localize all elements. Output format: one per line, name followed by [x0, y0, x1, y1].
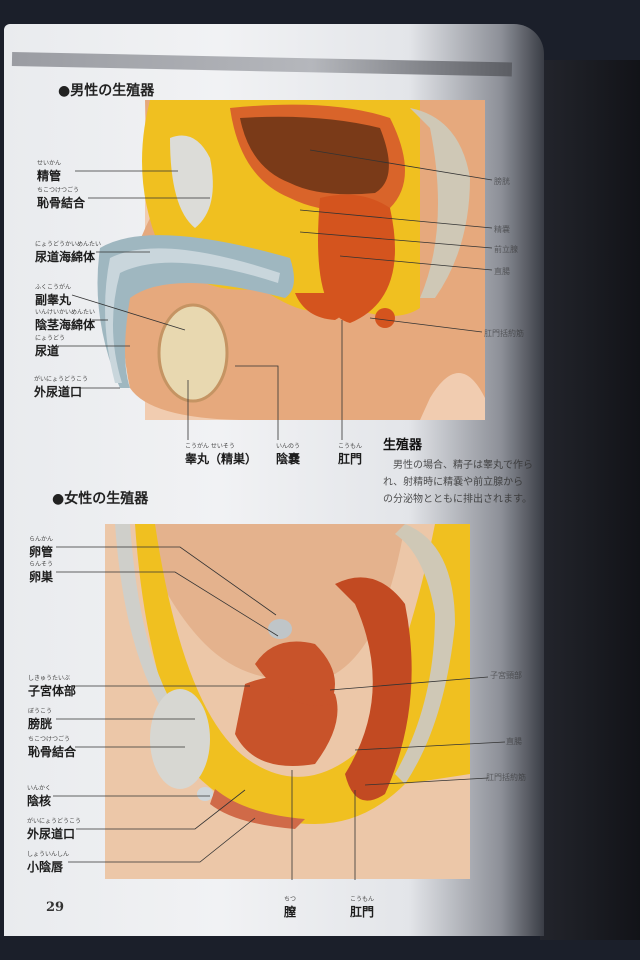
- male-label-testis: こうがん せいそう睾丸（精巣）: [185, 443, 258, 466]
- page-number: 29: [46, 900, 65, 915]
- male-label-corpus-spongiosum: にょうどうかいめんたい尿道海綿体: [35, 241, 102, 264]
- female-label-external-urethral-orifice: がいにょうどうこう外尿道口: [27, 818, 82, 841]
- female-label-uterine-body: しきゅうたいぶ子宮体部: [28, 675, 77, 698]
- female-right-label-cervix: 子宮頸部: [490, 671, 522, 680]
- female-label-bladder: ぼうこう膀胱: [28, 708, 53, 731]
- male-anatomy-illustration: [97, 100, 486, 420]
- male-label-corpus-cavernosum: いんけいかいめんたい陰茎海綿体: [35, 309, 96, 332]
- male-right-label-bladder: 膀胱: [494, 177, 510, 186]
- male-label-epididymis: ふくこうがん副睾丸: [35, 284, 72, 307]
- female-label-vagina: ちつ膣: [284, 896, 297, 919]
- male-right-label-prostate: 前立腺: [494, 245, 518, 254]
- female-right-label-rectum: 直腸: [506, 737, 522, 746]
- female-right-label-anal-sphincter: 肛門括約筋: [486, 773, 526, 782]
- caption-body: 男性の場合、精子は睾丸で作られ、射精時に精嚢や前立腺からの分泌物とともに排出され…: [383, 460, 533, 505]
- male-right-label-seminal-vesicle: 精嚢: [494, 225, 510, 234]
- female-label-anus: こうもん肛門: [350, 896, 375, 919]
- female-label-clitoris: いんかく陰核: [27, 785, 52, 808]
- male-label-pubic-symphysis: ちこつけつごう恥骨結合: [37, 187, 86, 210]
- caption-block: 生殖器 男性の場合、精子は睾丸で作られ、射精時に精嚢や前立腺からの分泌物とともに…: [383, 434, 533, 508]
- caption-title: 生殖器: [383, 438, 423, 453]
- female-heading: ●女性の生殖器: [52, 491, 149, 507]
- male-right-label-anal-sphincter: 肛門括約筋: [484, 329, 524, 338]
- male-label-scrotum: いんのう陰嚢: [276, 443, 301, 466]
- male-label-urethra: にょうどう尿道: [35, 335, 66, 358]
- female-label-labia-minora: しょういんしん小陰唇: [27, 851, 70, 874]
- male-right-label-rectum: 直腸: [494, 267, 510, 276]
- male-label-vas-deferens: せいかん精管: [37, 160, 62, 183]
- male-label-anus: こうもん肛門: [338, 443, 363, 466]
- facing-page: [540, 60, 640, 940]
- female-label-pubic-symphysis: ちこつけつごう恥骨結合: [28, 736, 77, 759]
- female-label-fallopian-tube: らんかん卵管: [29, 536, 54, 559]
- male-heading: ●男性の生殖器: [58, 83, 155, 99]
- male-label-external-urethral-orifice: がいにょうどうこう外尿道口: [34, 376, 89, 399]
- female-label-ovary: らんそう卵巣: [29, 561, 54, 584]
